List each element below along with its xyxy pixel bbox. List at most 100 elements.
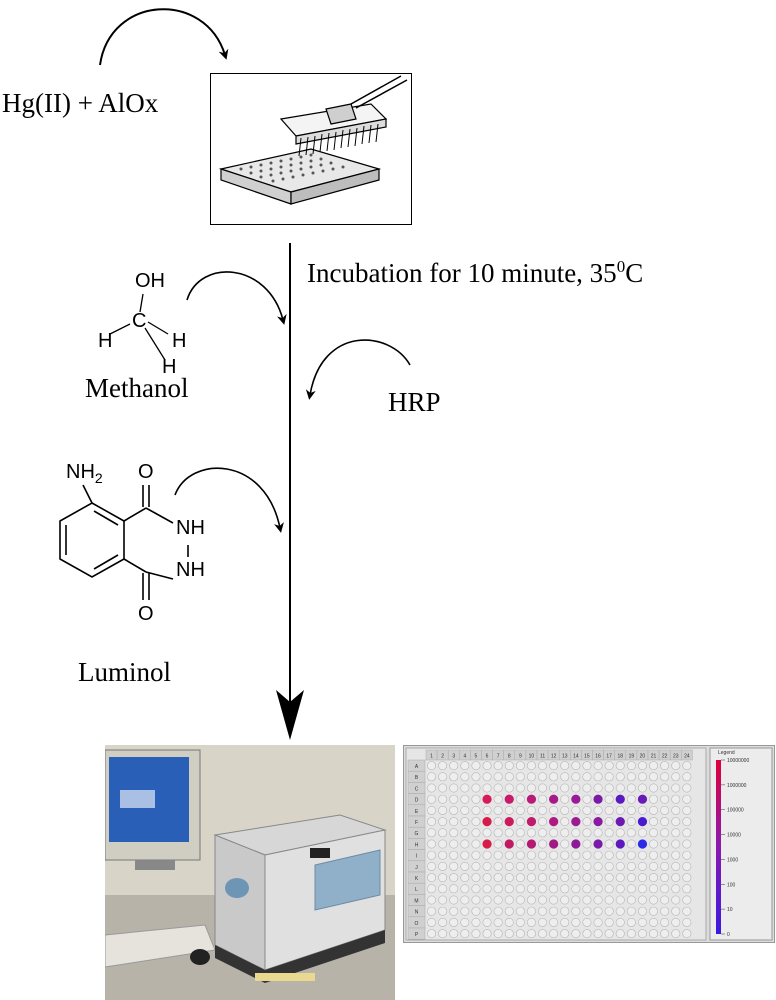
plate-well — [482, 917, 492, 927]
plate-well — [460, 929, 470, 939]
plate-well — [482, 906, 492, 916]
plate-well — [438, 850, 448, 860]
plate-well — [626, 794, 636, 804]
plate-well — [538, 917, 548, 927]
plate-well — [549, 861, 559, 871]
plate-well — [460, 794, 470, 804]
plate-well — [582, 828, 592, 838]
plate-well — [660, 839, 670, 849]
plate-well — [560, 884, 570, 894]
plate-well — [637, 929, 647, 939]
plate-well — [449, 783, 459, 793]
plate-well — [471, 839, 481, 849]
column-label: 8 — [508, 754, 511, 760]
column-label: 7 — [497, 754, 500, 760]
plate-well — [449, 917, 459, 927]
plate-well — [560, 828, 570, 838]
plate-reader-illustration — [105, 745, 395, 1000]
plate-well — [582, 884, 592, 894]
plate-well — [626, 884, 636, 894]
plate-well — [660, 794, 670, 804]
plate-well — [515, 895, 525, 905]
plate-well — [438, 794, 448, 804]
plate-well — [460, 772, 470, 782]
luminol-structure: NH2 O NH NH O — [28, 455, 228, 645]
plate-well — [615, 805, 625, 815]
legend-tick-label: 1000 — [727, 857, 738, 863]
row-label: K — [415, 876, 419, 882]
plate-well — [637, 805, 647, 815]
plate-well — [493, 895, 503, 905]
plate-well — [604, 906, 614, 916]
plate-well — [482, 873, 492, 883]
plate-well — [560, 850, 570, 860]
plate-well — [682, 839, 692, 849]
plate-well — [438, 895, 448, 905]
plate-well — [604, 929, 614, 939]
plate-well — [449, 839, 459, 849]
signal-well — [571, 794, 581, 804]
plate-well — [460, 839, 470, 849]
luminol-bonds — [59, 484, 189, 600]
plate-well — [593, 906, 603, 916]
plate-well — [571, 772, 581, 782]
plate-well — [515, 794, 525, 804]
plate-well — [560, 929, 570, 939]
column-label: 20 — [640, 754, 646, 760]
plate-well — [471, 884, 481, 894]
plate-well — [682, 794, 692, 804]
plate-well — [438, 805, 448, 815]
plate-well — [438, 873, 448, 883]
plate-well — [538, 884, 548, 894]
mercury-alox-label: Hg(II) + AlOx — [2, 88, 159, 118]
plate-well — [493, 817, 503, 827]
plate-well — [604, 895, 614, 905]
legend-tick-label: 1000000 — [727, 783, 747, 789]
plate-well — [471, 783, 481, 793]
legend-tick-label: 10 — [727, 907, 733, 913]
plate-well — [615, 929, 625, 939]
plate-well — [438, 884, 448, 894]
plate-well — [671, 817, 681, 827]
plate-well — [504, 850, 514, 860]
plate-well — [571, 828, 581, 838]
plate-well — [682, 805, 692, 815]
plate-well — [671, 828, 681, 838]
plate-well — [671, 917, 681, 927]
plate-well — [604, 873, 614, 883]
plate-well — [626, 783, 636, 793]
plate-well — [515, 929, 525, 939]
plate-well — [571, 850, 581, 860]
plate-well — [571, 917, 581, 927]
plate-well — [493, 850, 503, 860]
plate-well — [626, 917, 636, 927]
plate-well — [493, 861, 503, 871]
plate-well — [649, 895, 659, 905]
methanol-label: Methanol — [85, 373, 189, 403]
plate-well — [449, 906, 459, 916]
plate-well — [560, 839, 570, 849]
plate-well — [582, 873, 592, 883]
plate-well — [471, 906, 481, 916]
plate-well — [604, 917, 614, 927]
plate-well — [515, 884, 525, 894]
signal-well — [504, 839, 514, 849]
plate-well — [571, 861, 581, 871]
plate-well — [538, 929, 548, 939]
legend-tick-label: 0 — [727, 932, 730, 938]
plate-well — [637, 895, 647, 905]
plate-well — [682, 884, 692, 894]
methanol-structure: OH C H H H — [90, 262, 200, 378]
plate-well — [615, 895, 625, 905]
plate-well — [449, 929, 459, 939]
plate-well — [649, 805, 659, 815]
plate-well — [526, 873, 536, 883]
plate-well — [682, 861, 692, 871]
plate-well — [637, 884, 647, 894]
signal-well — [637, 817, 648, 827]
plate-well — [471, 828, 481, 838]
plate-well — [471, 805, 481, 815]
plate-well — [671, 761, 681, 771]
plate-well — [660, 850, 670, 860]
plate-well — [449, 850, 459, 860]
